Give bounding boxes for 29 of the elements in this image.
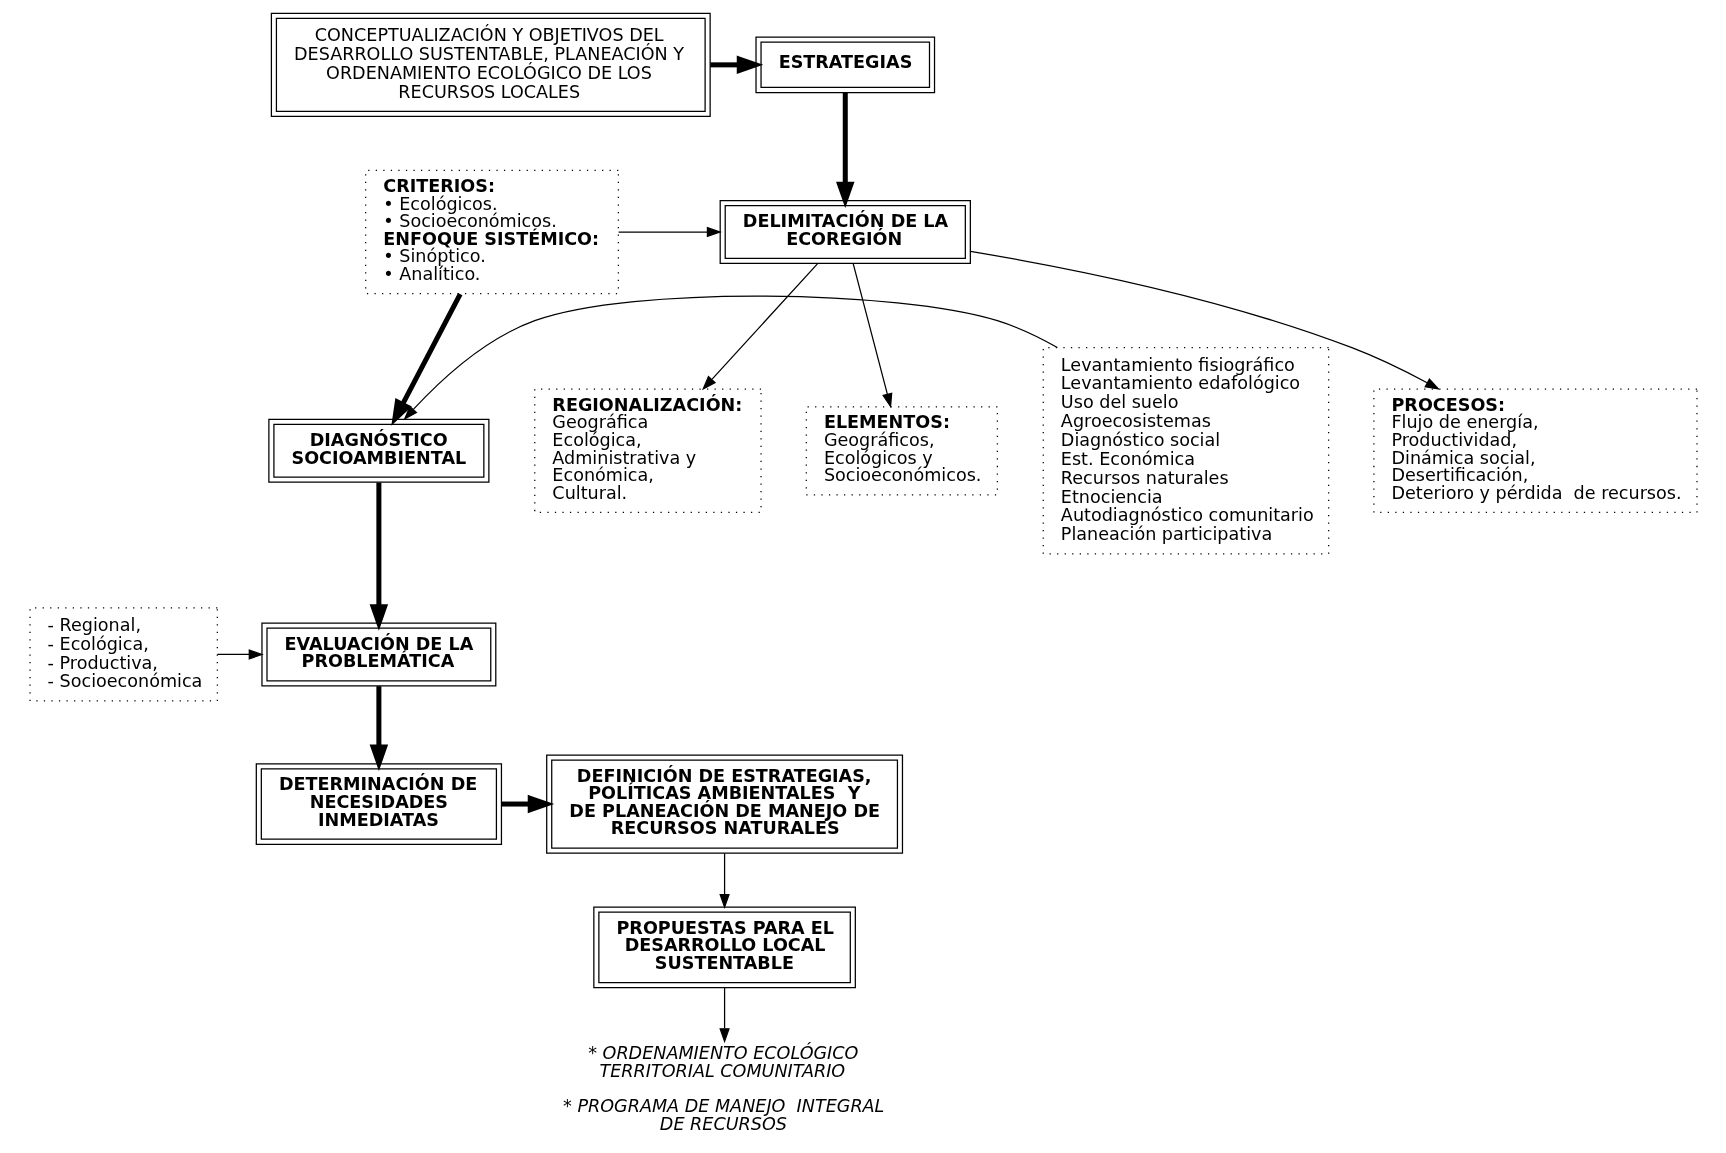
arrow — [390, 292, 462, 426]
node-box: - Regional, - Ecológica, - Productiva, - Socioeconómica — [28, 607, 218, 702]
arrow — [835, 92, 855, 209]
arrow — [852, 263, 892, 409]
arrow — [718, 987, 730, 1044]
arrow — [403, 295, 1058, 421]
node-text: * ORDENAMIENTO ECOLÓGICO TERRITORIAL COMUNITARIO * PROGRAMA DE MANEJO INTEGRAL DE RECURSOS — [562, 1043, 884, 1134]
arrow — [617, 226, 722, 238]
node-box: PROPUESTAS PARA EL DESARROLLO LOCAL SUSTENTABLE — [592, 906, 856, 989]
arrow — [709, 55, 763, 75]
node-box: DETERMINACIÓN DE NECESIDADES INMEDIATAS — [255, 763, 502, 845]
node-box: PROCESOS: Flujo de energía, Productividad, Dinámica social, Desertificación, Deterioro y pérdida de recursos. — [1372, 388, 1698, 513]
node-box: DEFINICIÓN DE ESTRATEGIAS, POLÍTICAS AMBIENTALES Y DE PLANEACIÓN DE MANEJO DE RECURSOS NATURALES — [545, 754, 903, 854]
node-box: DIAGNÓSTICO SOCIOAMBIENTAL — [267, 418, 489, 483]
node-box: ESTRATEGIAS — [754, 36, 935, 94]
node-box: EVALUACIÓN DE LA PROBLEMÁTICA — [260, 622, 496, 687]
node-box: CRITERIOS: • Ecológicos. • Socioeconómicos. ENFOQUE SISTÉMICO: • Sinóptico. • Analítico. — [364, 169, 619, 295]
arrow — [969, 250, 1440, 390]
arrow — [369, 482, 388, 631]
node-box: ELEMENTOS: Geográficos, Ecológicos y Socioeconómicos. — [805, 406, 998, 496]
node-box: DELIMITACIÓN DE LA ECOREGIÓN — [719, 200, 971, 265]
arrow — [718, 852, 730, 909]
node-box: Levantamiento fisiográfico Levantamiento edafológico Uso del suelo Agroecosistemas Diagnóstico social Est. Económica Recursos naturales Etnociencia Autodiagnóstico comunitario Planeación participativa — [1042, 347, 1329, 555]
arrow — [701, 263, 818, 391]
node-box: CONCEPTUALIZACIÓN Y OBJETIVOS DEL DESARROLLO SUSTENTABLE, PLANEACIÓN Y ORDENAMIENTO ECOLÓGICO DE LOS RECURSOS LOCALES — [270, 12, 711, 117]
arrow — [369, 686, 388, 771]
arrow — [501, 794, 554, 814]
arrow — [216, 649, 264, 660]
node-box: REGIONALIZACIÓN: Geográfica Ecológica, Administrativa y Económica, Cultural. — [533, 388, 762, 513]
